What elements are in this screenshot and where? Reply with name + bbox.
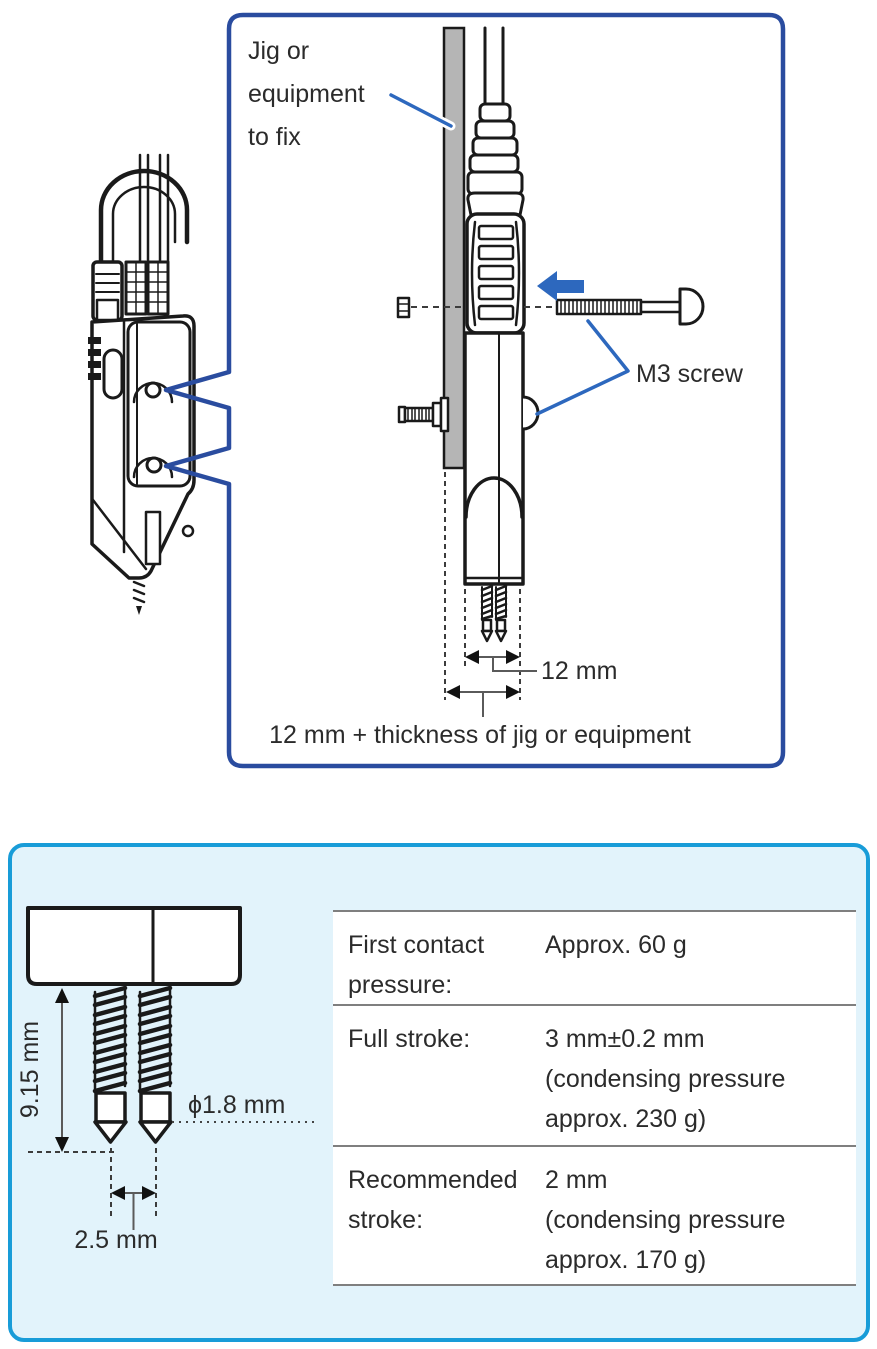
mounting-hole-lower [145,456,163,474]
m3-screw-installed [397,396,450,433]
jig-label-leader [389,93,453,128]
probe-side-drawing [88,153,196,615]
probe-terminal-blocks [124,260,170,316]
spec-value-text: Approx. 60 g [545,931,687,959]
tip-dimension-lines [28,988,314,1230]
pin-length-dimension-label: 9.15 mm [16,1020,44,1119]
dimension-lines [444,472,537,717]
grip-ribs [88,337,101,380]
spec-value: 2 mm (condensing pressure approx. 170 g) [545,1147,856,1284]
m3-screw-loose [396,287,705,326]
callout-leader-lines [386,90,630,416]
jig-label-line3: to fix [248,123,301,151]
dimension-12mm-label: 12 mm [541,657,618,685]
probe-tip-body [26,906,242,986]
m3-screw-label: M3 screw [636,360,743,388]
spec-table: First contact pressure: Approx. 60 g Ful… [333,910,856,1286]
spec-value-text: 3 mm±0.2 mm [545,1025,705,1053]
spec-label: Full stroke: [348,1025,471,1053]
left-spring-pin [92,984,128,1144]
jig-label-line2: equipment [248,80,365,108]
table-row: Recommended stroke: 2 mm (condensing pre… [333,1145,856,1284]
probe-grip-section [465,191,526,335]
tip-diameter-dimension-label: ϕ1.8 mm [188,1091,286,1119]
spec-value-note: (condensing pressure approx. 230 g) [545,1065,786,1133]
spec-value-text: 2 mm [545,1166,608,1194]
spec-value: Approx. 60 g [545,912,856,1004]
spec-value-note: (condensing pressure approx. 170 g) [545,1206,786,1274]
probe-body [88,314,196,615]
screw-head [678,287,705,326]
probe-cable-loop [98,153,190,269]
jig-label: Jig or equipment to fix [248,30,365,159]
pin-tip-diagram [26,906,314,1230]
jig-label-line1: Jig or [248,37,310,65]
spec-label: First contact pressure: [348,931,485,999]
mounting-hole-upper [144,381,162,399]
table-row: Full stroke: 3 mm±0.2 mm (condensing pre… [333,1004,856,1145]
jig-plate [442,26,466,470]
probe-spring-pins [480,584,508,643]
spec-label: Recommended stroke: [348,1166,518,1234]
probe-barrel [463,331,540,586]
mounting-diagram [396,26,705,717]
spec-value: 3 mm±0.2 mm (condensing pressure approx.… [545,1006,856,1145]
top-panel-border [163,12,786,769]
probe-connector-plug [91,260,124,322]
pin-pitch-dimension-label: 2.5 mm [74,1226,158,1254]
probe-cable [483,26,505,108]
screw-nut [396,296,411,319]
dimension-total-label: 12 mm + thickness of jig or equipment [269,721,691,749]
cable-strain-relief [466,102,524,196]
right-spring-pin [137,984,173,1144]
m3-screw-leader [535,319,630,416]
table-row: First contact pressure: Approx. 60 g [333,910,856,1004]
insert-direction-arrow-icon [537,271,584,301]
